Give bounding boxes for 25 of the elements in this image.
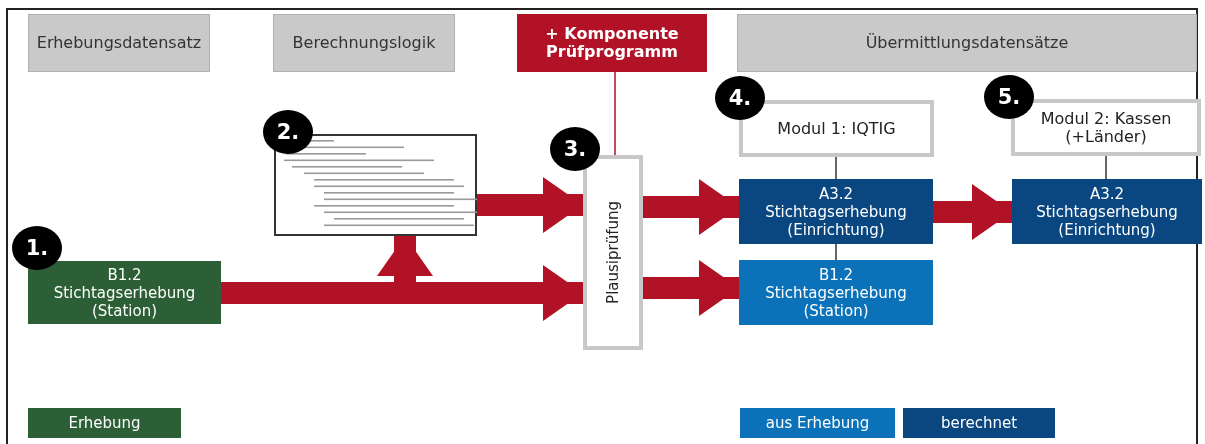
- legend-swatch: aus Erhebung: [740, 408, 895, 438]
- check-box: Plausiprüfung: [583, 155, 643, 350]
- header-box: Übermittlungsdatensätze: [737, 14, 1197, 72]
- callout-number: 2.: [263, 110, 313, 154]
- dataset-box: B1.2 Stichtagserhebung (Station): [739, 260, 933, 325]
- connector-line: [835, 156, 837, 180]
- component-box: + Komponente Prüfprogramm: [517, 14, 707, 72]
- header-box: Erhebungsdatensatz: [28, 14, 210, 72]
- callout-number: 3.: [550, 127, 600, 171]
- legend-swatch: Erhebung: [28, 408, 181, 438]
- callout-number: 4.: [715, 76, 765, 120]
- connector-line: [835, 243, 837, 261]
- block-arrow: [643, 179, 739, 235]
- callout-number: 1.: [12, 226, 62, 270]
- connector-line: [614, 71, 616, 156]
- dataset-box: A3.2 Stichtagserhebung (Einrichtung): [1012, 179, 1202, 244]
- block-arrow: [933, 184, 1012, 240]
- dataset-box: A3.2 Stichtagserhebung (Einrichtung): [739, 179, 933, 244]
- dataset-box: B1.2 Stichtagserhebung (Station): [28, 261, 221, 324]
- block-arrow: [643, 260, 739, 316]
- block-arrow: [477, 177, 583, 233]
- legend-swatch: berechnet: [903, 408, 1055, 438]
- callout-number: 5.: [984, 75, 1034, 119]
- header-box: Berechnungslogik: [273, 14, 455, 72]
- connector-line: [1105, 155, 1107, 180]
